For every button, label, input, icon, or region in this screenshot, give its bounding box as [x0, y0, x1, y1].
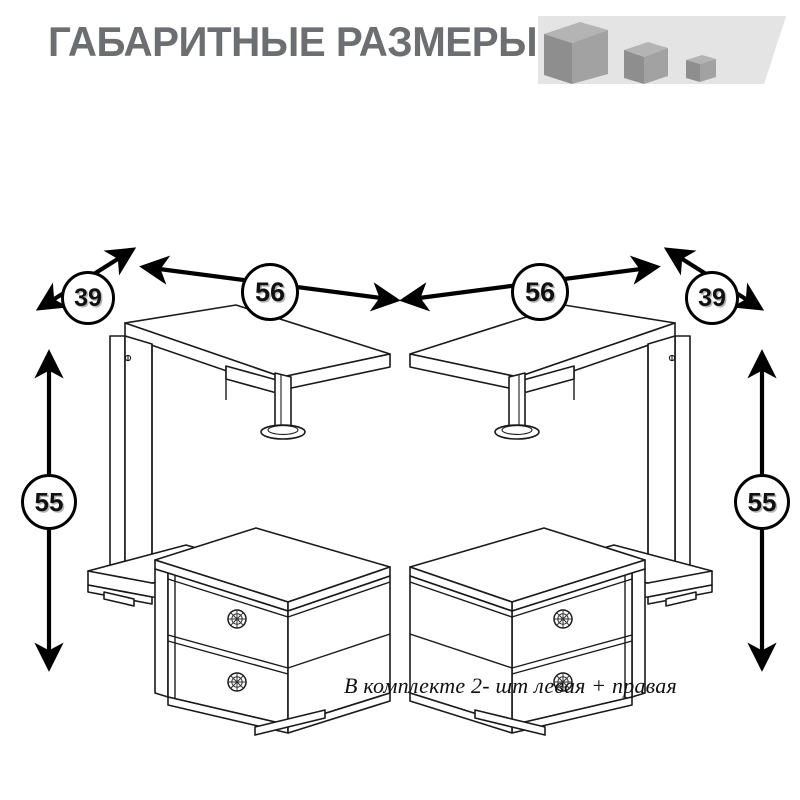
right-side-panel: [647, 335, 691, 584]
right-drawer-cabinet: [409, 527, 646, 736]
logo-box-medium: [624, 42, 668, 84]
dimension-bubble-width-left: 56: [241, 263, 299, 321]
header: ГАБАРИТНЫЕ РАЗМЕРЫ: [0, 0, 800, 105]
dimension-bubble-height-right: 55: [734, 474, 790, 530]
dimension-bubble-height-left: 55: [21, 474, 77, 530]
logo-box-large: [544, 22, 608, 84]
dimension-bubble-depth-left: 39: [61, 271, 115, 325]
logo-box-small: [686, 55, 716, 82]
right-drawer-knob-upper: [553, 609, 573, 629]
dimension-bubble-width-right: 56: [511, 263, 569, 321]
furniture-technical-drawing: .ln { fill:#fff; stroke:#1a1a1a; stroke-…: [34, 247, 777, 736]
nightstand-left: [87, 304, 391, 736]
nightstand-right: [409, 304, 713, 736]
set-contents-caption: В комплекте 2- шт левая + правая: [344, 673, 677, 698]
right-support-post: [494, 372, 540, 440]
left-side-panel: [109, 335, 153, 584]
left-drawer-cabinet: [154, 527, 391, 736]
three-boxes-logo: [538, 12, 786, 84]
left-drawer-knob-upper: [227, 609, 247, 629]
page-title: ГАБАРИТНЫЕ РАЗМЕРЫ: [48, 18, 538, 65]
right-drawer-knob-lower: [553, 672, 573, 692]
left-support-post: [260, 372, 306, 440]
dimension-bubble-depth-right: 39: [685, 271, 739, 325]
left-drawer-knob-lower: [227, 672, 247, 692]
